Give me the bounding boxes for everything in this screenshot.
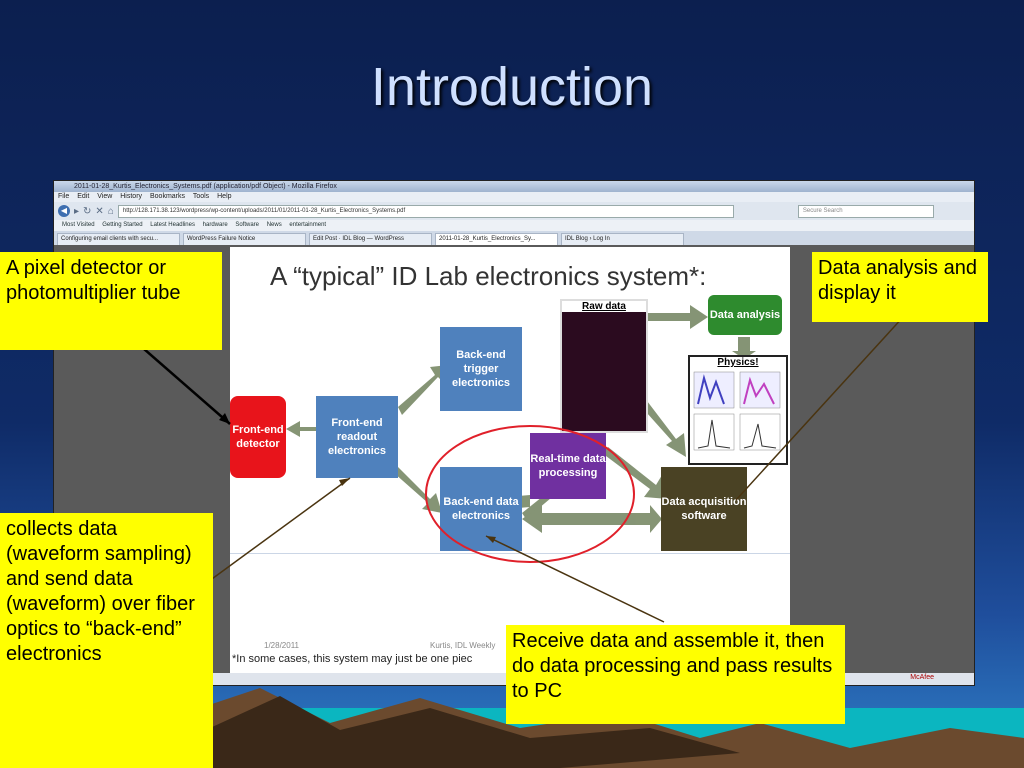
home-icon[interactable]: ⌂ xyxy=(107,205,114,217)
pdf-author: Kurtis, IDL Weekly xyxy=(430,641,496,650)
front-end-detector-box: Front-end detector xyxy=(230,396,286,478)
bookmark-getting-started[interactable]: Getting Started xyxy=(102,222,143,228)
tab-pdf[interactable]: 2011-01-28_Kurtis_Electronics_Sy... xyxy=(435,233,558,245)
bookmarks-toolbar: Most Visited Getting Started Latest Head… xyxy=(54,220,974,231)
physics-label: Physics! xyxy=(717,357,759,368)
bookmark-hardware[interactable]: hardware xyxy=(202,222,228,228)
bookmark-latest-headlines[interactable]: Latest Headlines xyxy=(150,222,195,228)
menu-bookmarks[interactable]: Bookmarks xyxy=(149,193,185,200)
menu-file[interactable]: File xyxy=(58,193,70,200)
bookmark-entertainment[interactable]: entertainment xyxy=(289,222,327,228)
real-time-processing-box: Real-time data processing xyxy=(530,433,606,499)
raw-data-panel: Raw data xyxy=(560,299,648,433)
reload-icon[interactable]: ↻ xyxy=(83,205,92,217)
tab-edit-post[interactable]: Edit Post · IDL Blog — WordPress xyxy=(309,233,432,245)
menu-bar: File Edit View History Bookmarks Tools H… xyxy=(54,192,974,202)
data-analysis-box: Data analysis xyxy=(708,295,782,335)
slide-title: Introduction xyxy=(370,57,654,117)
stop-icon[interactable]: ✕ xyxy=(95,205,104,217)
callout-data-analysis: Data analysis and display it xyxy=(812,252,988,322)
bookmark-news[interactable]: News xyxy=(266,222,282,228)
menu-tools[interactable]: Tools xyxy=(192,193,210,200)
window-title: 2011-01-28_Kurtis_Electronics_Systems.pd… xyxy=(54,181,974,192)
callout-collects-data: collects data (waveform sampling) and se… xyxy=(0,513,213,768)
menu-edit[interactable]: Edit xyxy=(77,193,90,200)
front-end-readout-box: Front-end readout electronics xyxy=(316,396,398,478)
search-input[interactable]: Secure Search xyxy=(797,204,934,218)
pdf-page: A “typical” ID Lab electronics system*: … xyxy=(230,247,790,673)
menu-history[interactable]: History xyxy=(120,193,143,200)
back-end-data-box: Back-end data electronics xyxy=(440,467,522,551)
pdf-separator xyxy=(230,553,790,554)
bookmark-most-visited[interactable]: Most Visited xyxy=(62,222,95,228)
physics-plots xyxy=(693,371,781,451)
pdf-title: A “typical” ID Lab electronics system*: xyxy=(270,261,707,291)
menu-view[interactable]: View xyxy=(97,193,113,200)
callout-pixel-detector: A pixel detector or photomultiplier tube xyxy=(0,252,222,350)
tab-bar: Configuring email clients with secu... W… xyxy=(54,231,974,245)
pdf-footnote: *In some cases, this system may just be … xyxy=(232,653,473,665)
url-input[interactable]: http://128.171.38.123/wordpress/wp-conte… xyxy=(117,204,734,218)
back-end-trigger-box: Back-end trigger electronics xyxy=(440,327,522,411)
data-acquisition-box: Data acquisition software xyxy=(661,467,747,551)
navigation-bar: ◀ ▸ ↻ ✕ ⌂ http://128.171.38.123/wordpres… xyxy=(54,202,974,220)
tab-email-clients[interactable]: Configuring email clients with secu... xyxy=(57,233,180,245)
back-icon[interactable]: ◀ xyxy=(58,205,70,217)
callout-receive-data: Receive data and assemble it, then do da… xyxy=(506,625,845,724)
tab-wordpress-failure[interactable]: WordPress Failure Notice xyxy=(183,233,306,245)
raw-data-label: Raw data xyxy=(562,301,646,312)
physics-panel: Physics! xyxy=(688,355,788,465)
tab-login[interactable]: IDL Blog › Log In xyxy=(561,233,684,245)
forward-icon[interactable]: ▸ xyxy=(74,205,80,217)
pdf-date: 1/28/2011 xyxy=(264,641,299,650)
mcafee-addon[interactable]: McAfee xyxy=(910,674,934,681)
bookmark-software[interactable]: Software xyxy=(235,222,260,228)
menu-help[interactable]: Help xyxy=(217,193,232,200)
